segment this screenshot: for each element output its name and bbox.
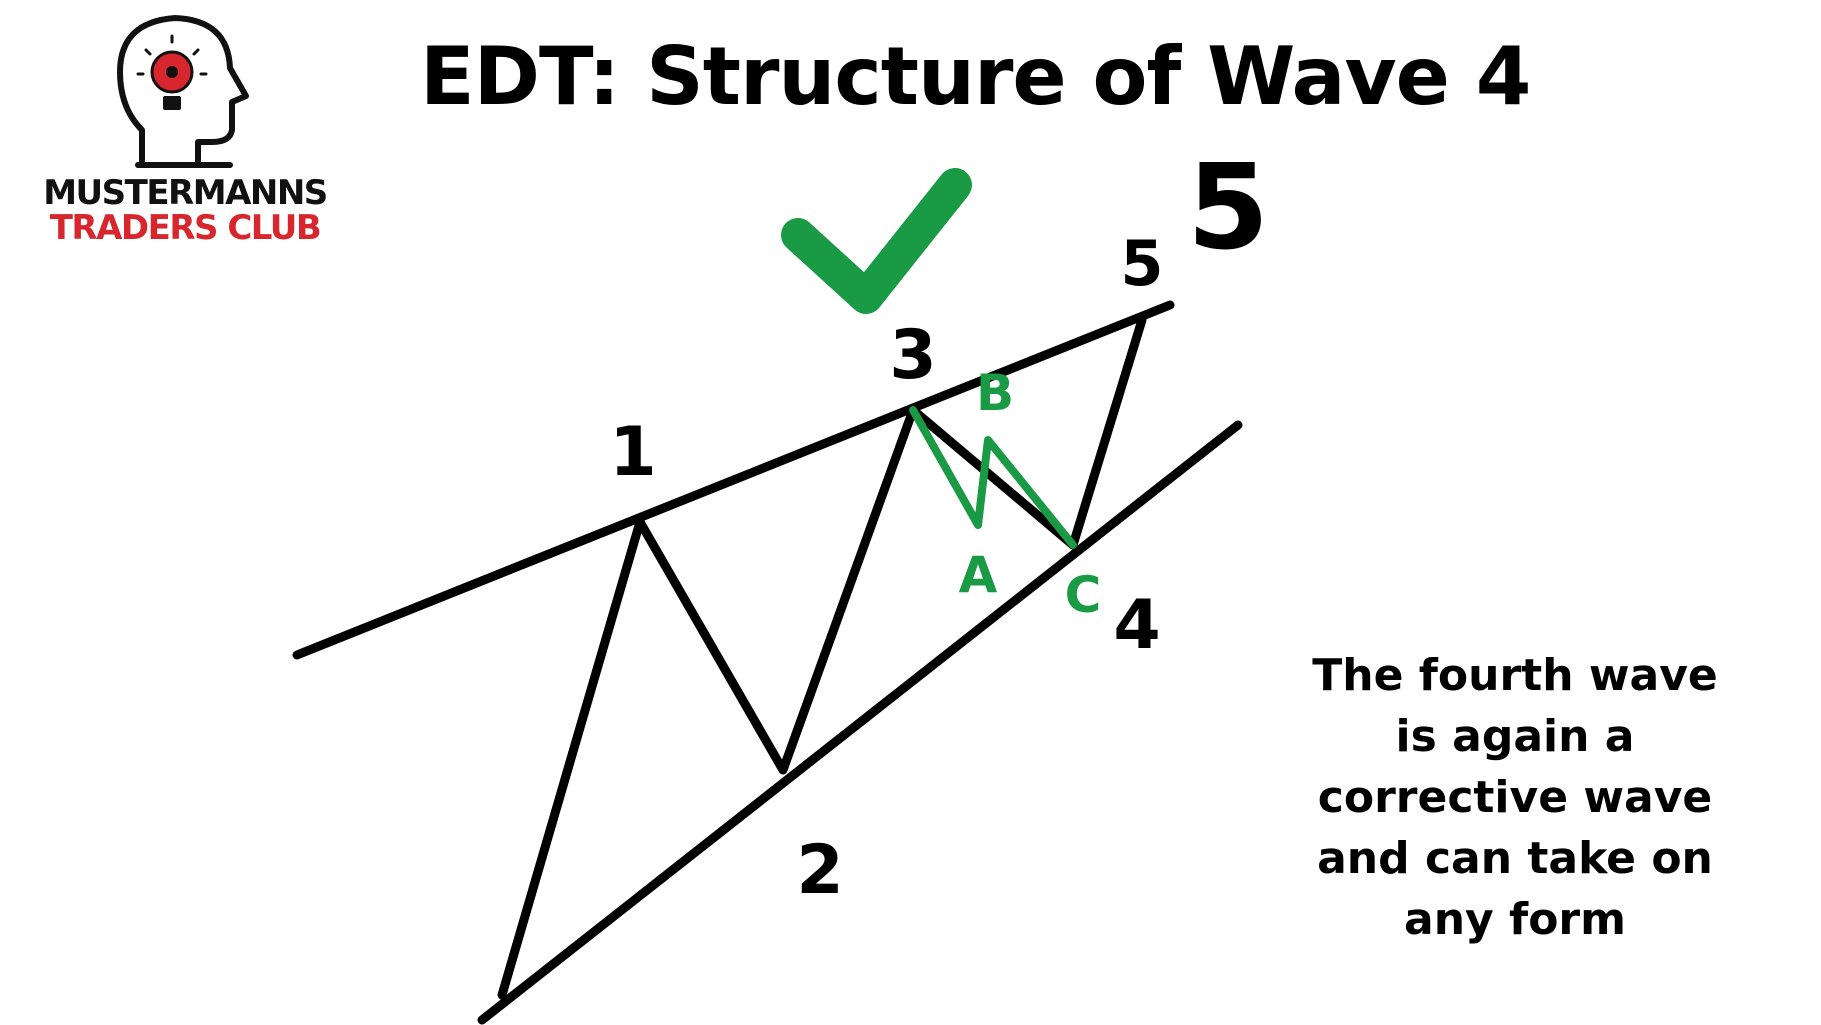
wave-label-5: 5 — [1120, 227, 1163, 300]
sub-wave-label-a: A — [959, 546, 998, 604]
wave-label-3: 3 — [889, 316, 936, 395]
sub-wave-label-b: B — [976, 364, 1014, 422]
logo-text-line2: TRADERS CLUB — [49, 208, 322, 248]
lower-trendline — [477, 420, 1243, 1025]
caption-line: The fourth wave — [1312, 650, 1718, 701]
page-title: EDT: Structure of Wave 4 — [420, 30, 1531, 123]
checkmark-icon — [781, 168, 972, 314]
caption-line: any form — [1404, 894, 1626, 945]
caption-line: corrective wave — [1317, 772, 1713, 823]
wave-label-5-large: 5 — [1187, 138, 1269, 276]
head-lightbulb-gear-icon — [117, 15, 249, 168]
caption-line: is again a — [1395, 711, 1635, 762]
caption-line: and can take on — [1317, 833, 1713, 884]
sub-wave-label-c: C — [1065, 566, 1102, 624]
wave-label-4: 4 — [1113, 586, 1160, 665]
main-wave-path — [497, 315, 1147, 1000]
sub-wave-abc-path — [909, 406, 1077, 549]
upper-trendline — [292, 300, 1175, 660]
logo-text-line1: MUSTERMANNS — [43, 173, 328, 213]
caption-text: The fourth wave is again a corrective wa… — [1270, 645, 1760, 950]
wave-label-1: 1 — [609, 413, 656, 492]
wave-label-2: 2 — [796, 831, 843, 910]
